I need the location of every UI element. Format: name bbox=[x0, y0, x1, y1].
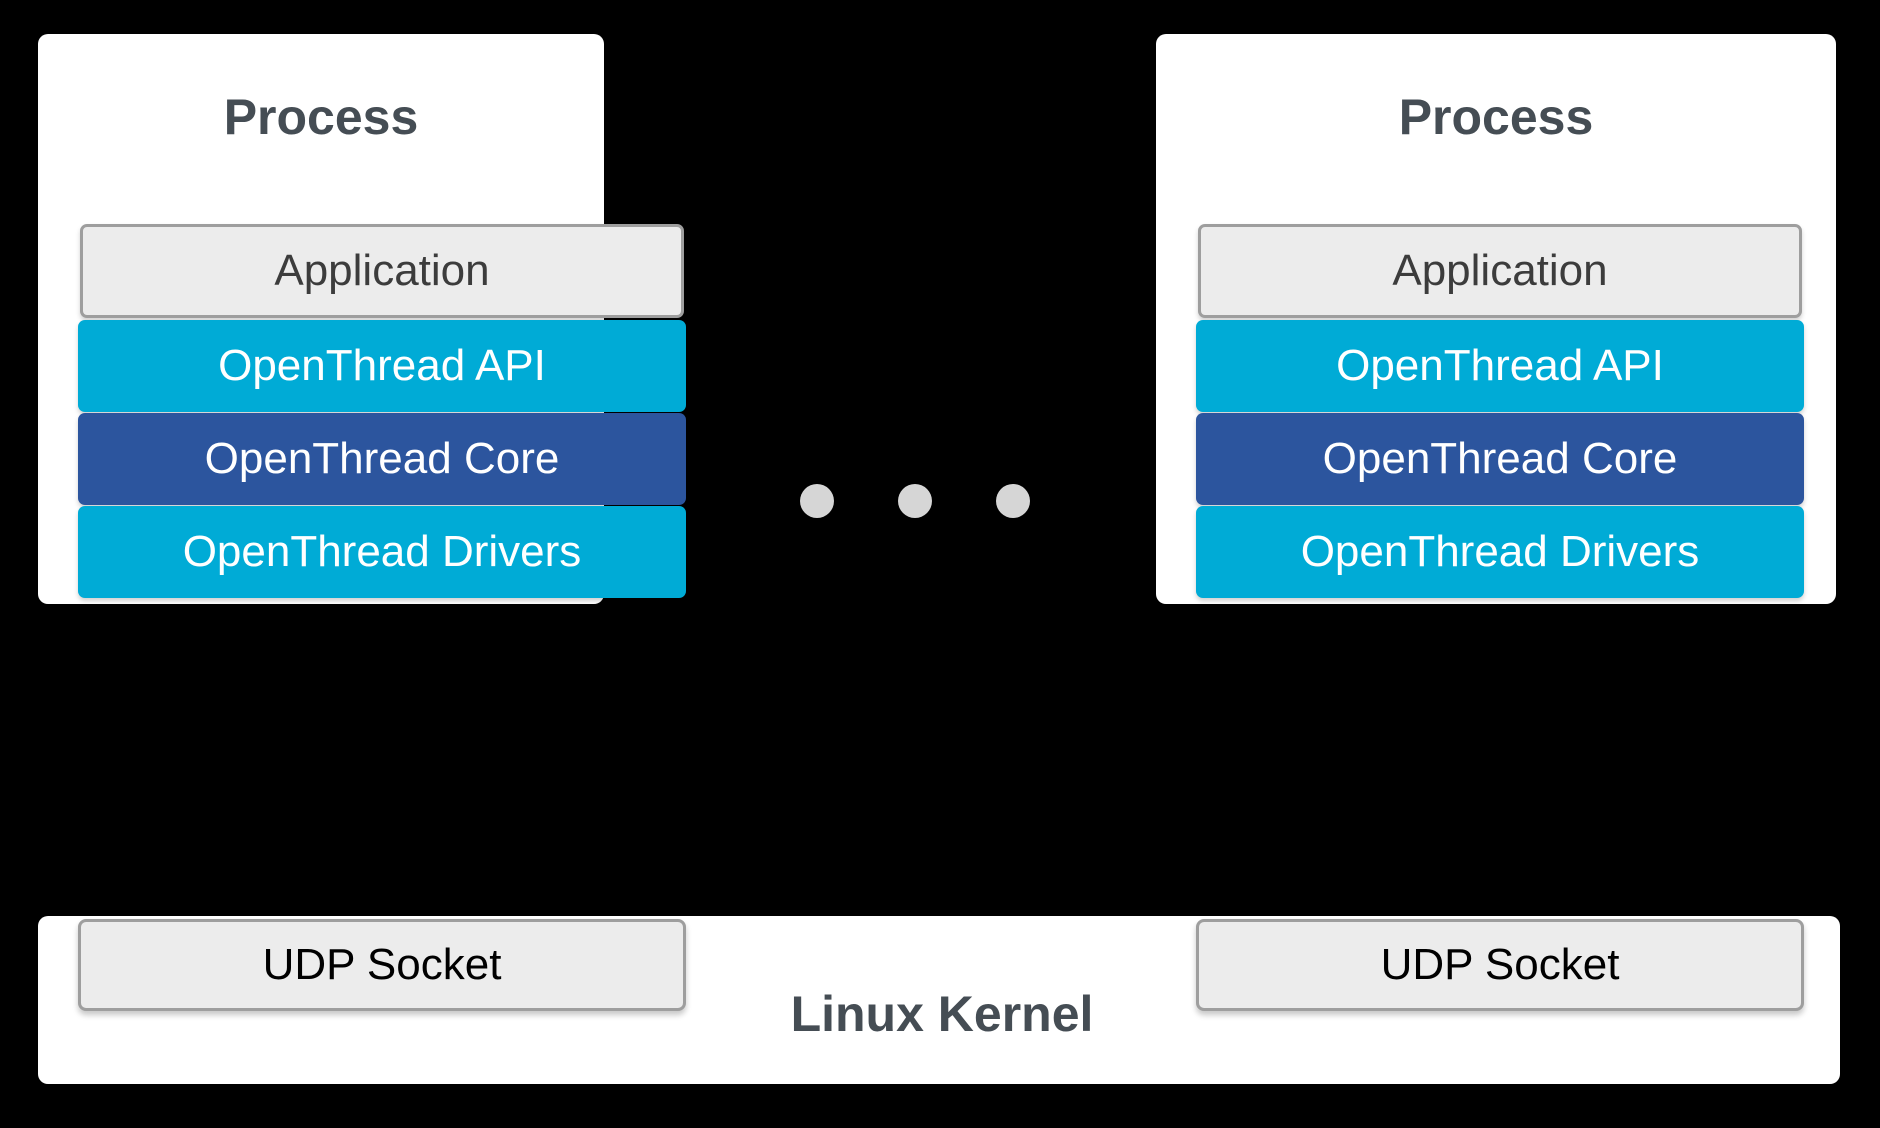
process-title-left: Process bbox=[223, 89, 419, 145]
arrow-socket-to-drivers-right bbox=[1481, 638, 1519, 736]
layer-openthread-api-left[interactable]: OpenThread API bbox=[78, 320, 686, 412]
udp-socket-right[interactable]: UDP Socket bbox=[1196, 919, 1804, 1011]
layer-openthread-drivers-right[interactable]: OpenThread Drivers bbox=[1196, 506, 1804, 598]
layer-application-right[interactable]: Application bbox=[1198, 224, 1802, 318]
layer-openthread-api-right[interactable]: OpenThread API bbox=[1196, 320, 1804, 412]
arrow-socket-to-drivers-left bbox=[364, 638, 402, 736]
process-title-right: Process bbox=[1398, 89, 1594, 145]
layer-openthread-core-right[interactable]: OpenThread Core bbox=[1196, 413, 1804, 505]
ellipsis-dots-icon bbox=[800, 484, 1030, 518]
udp-socket-left[interactable]: UDP Socket bbox=[78, 919, 686, 1011]
dot-2 bbox=[898, 484, 932, 518]
layer-openthread-drivers-left[interactable]: OpenThread Drivers bbox=[78, 506, 686, 598]
layer-openthread-core-left[interactable]: OpenThread Core bbox=[78, 413, 686, 505]
dot-1 bbox=[800, 484, 834, 518]
layer-application-left[interactable]: Application bbox=[80, 224, 684, 318]
kernel-title: Linux Kernel bbox=[790, 986, 1094, 1042]
dot-3 bbox=[996, 484, 1030, 518]
